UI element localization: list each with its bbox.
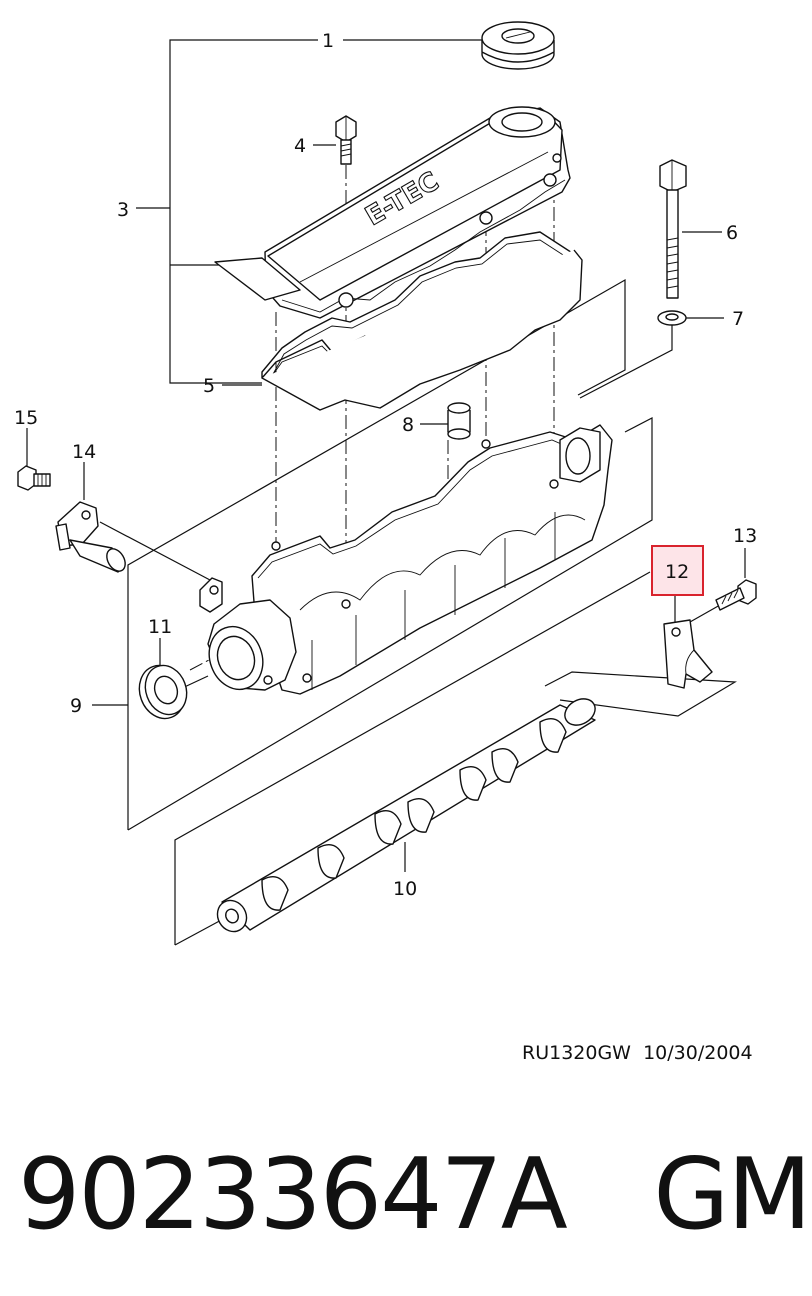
callout-8[interactable]: 8 [402, 414, 414, 436]
leader-14b [99, 521, 211, 581]
leader-7b [579, 322, 673, 399]
leader-1-bracket [169, 39, 318, 384]
gasket-bottom [261, 249, 583, 411]
callout-4[interactable]: 4 [294, 135, 306, 157]
plate-part-12 [663, 619, 713, 689]
head-frame-bottom [127, 417, 653, 831]
washer-part-7 [657, 310, 687, 326]
highlight-box-12 [651, 545, 704, 596]
callout-10[interactable]: 10 [393, 878, 417, 900]
bolt-part-15 [17, 465, 51, 491]
head-frame [127, 278, 626, 830]
sensor-part-14 [55, 501, 126, 573]
cylinder-head-part-9 [199, 424, 613, 695]
callout-14[interactable]: 14 [72, 441, 96, 463]
callout-7[interactable]: 7 [732, 308, 744, 330]
callout-13[interactable]: 13 [733, 525, 757, 547]
part-number: 90233647A [18, 1138, 568, 1252]
bolt-part-4 [335, 115, 357, 165]
camshaft-frame-3 [544, 671, 737, 717]
camshaft-frame-2 [174, 917, 226, 946]
head-bolt-part-6 [659, 159, 687, 299]
diagram-reference: RU1320GW 10/30/2004 [522, 1042, 753, 1064]
footer-part-line: 90233647A GM [18, 1138, 812, 1252]
exploded-parts-diagram: E-TEC [14, 21, 757, 946]
callout-3[interactable]: 3 [117, 199, 129, 221]
leader-13b [689, 604, 721, 623]
bolt-part-13 [715, 579, 757, 611]
diagram-date: 10/30/2004 [643, 1042, 753, 1064]
plug-part-8 [447, 402, 471, 440]
callout-1[interactable]: 1 [322, 30, 334, 52]
callout-6[interactable]: 6 [726, 222, 738, 244]
diagram-code: RU1320GW [522, 1042, 631, 1064]
brand: GM [653, 1138, 811, 1252]
oil-filler-cap [481, 21, 555, 70]
callout-12[interactable]: 12 [665, 561, 689, 583]
oil-seal-part-11 [138, 664, 188, 720]
callout-15[interactable]: 15 [14, 407, 38, 429]
camshaft-frame [174, 571, 651, 945]
callout-9[interactable]: 9 [70, 695, 82, 717]
camshaft-part-10 [216, 698, 596, 933]
callout-5[interactable]: 5 [203, 375, 215, 397]
callout-11[interactable]: 11 [148, 616, 172, 638]
